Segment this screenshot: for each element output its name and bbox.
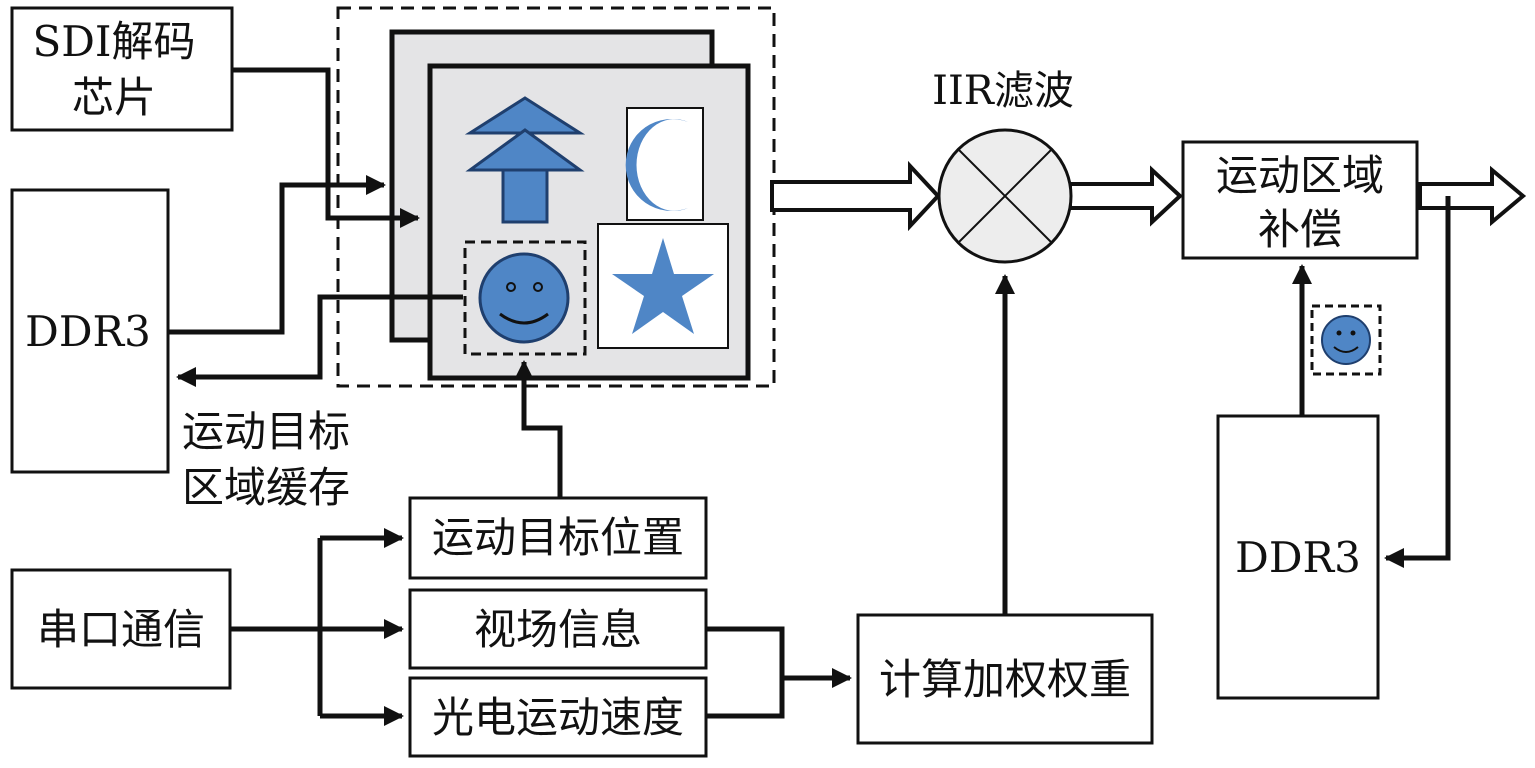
compensation-label-line1: 运动区域	[1216, 151, 1384, 200]
hollow-arrow-icon	[1418, 165, 1527, 227]
ddr3-to-frame-arrow	[168, 175, 386, 335]
buffer-label-line1: 运动目标	[182, 407, 350, 456]
compensation-box: 运动区域 补偿	[1181, 140, 1419, 260]
target-position-label: 运动目标位置	[432, 513, 684, 562]
sdi-label-line2: 芯片	[72, 73, 156, 122]
serial-fanout-arrows	[230, 528, 404, 726]
crescent-moon-icon	[625, 107, 704, 221]
hollow-arrow-icon	[1068, 165, 1183, 227]
iir-label: IIR滤波	[932, 68, 1074, 114]
smiley-face-icon	[1310, 304, 1382, 376]
ddr3-left-box: DDR3	[10, 188, 170, 474]
weight-input-arrows	[706, 626, 852, 719]
field-of-view-label: 视场信息	[474, 605, 642, 654]
tree-icon	[464, 96, 586, 224]
cache-to-ddr3-arrow	[176, 294, 463, 387]
multiplier-icon	[937, 128, 1073, 264]
weight-calc-box: 计算加权权重	[856, 613, 1154, 745]
eo-speed-box: 光电运动速度	[408, 676, 708, 758]
target-position-box: 运动目标位置	[408, 496, 708, 580]
field-of-view-box: 视场信息	[408, 588, 708, 670]
buffer-label-line2: 区域缓存	[182, 463, 350, 512]
ddr3-right-box: DDR3	[1216, 414, 1380, 700]
ddr3-left-label: DDR3	[25, 307, 151, 356]
serial-comm-box: 串口通信	[10, 568, 232, 690]
output-to-ddr3-arrow	[1384, 196, 1451, 568]
sdi-label-line1: SDI解码	[32, 17, 195, 66]
eo-speed-label: 光电运动速度	[432, 693, 684, 742]
star-icon	[597, 223, 729, 349]
smiley-face-icon	[463, 240, 587, 356]
sdi-decoder-box: SDI解码 芯片	[10, 6, 234, 132]
ddr3-right-label: DDR3	[1235, 533, 1361, 582]
sdi-to-frame-arrow	[232, 67, 420, 228]
compensation-label-line2: 补偿	[1258, 205, 1342, 254]
weight-calc-label: 计算加权权重	[879, 655, 1131, 704]
serial-comm-label: 串口通信	[37, 605, 205, 654]
hollow-arrow-icon	[770, 160, 941, 232]
position-to-target-arrow	[514, 360, 563, 498]
